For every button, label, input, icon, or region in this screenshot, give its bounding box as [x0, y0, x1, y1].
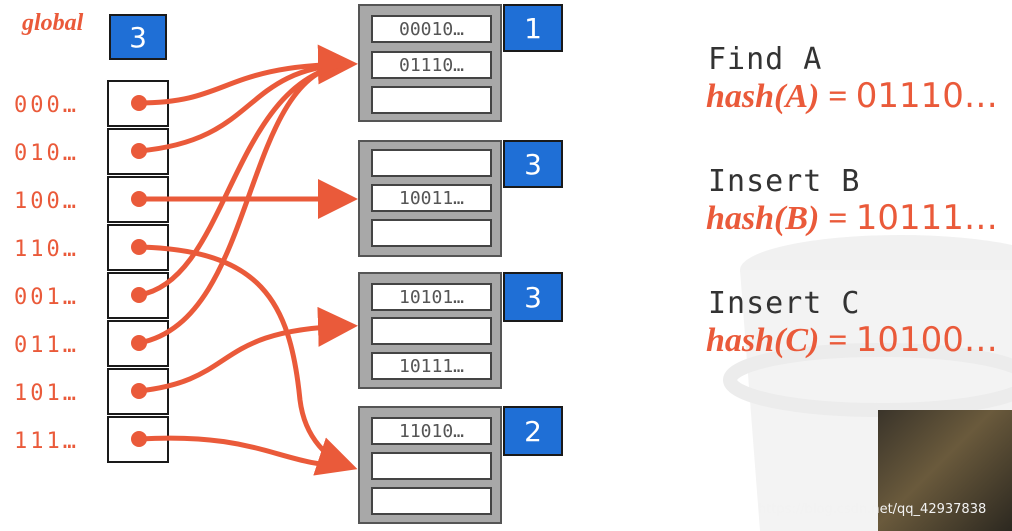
- directory-label-4: 001…: [14, 285, 79, 310]
- bucket-1-slot-1: 01110…: [371, 51, 492, 79]
- bucket-2: 10011…: [358, 140, 502, 257]
- pointer-000: [136, 44, 358, 106]
- operation-3-hash-fn: hash(C): [706, 322, 820, 359]
- bucket-1: 00010… 01110…: [358, 4, 502, 122]
- bucket-4-slot-0: 11010…: [371, 417, 492, 445]
- operation-2-hash-fn: hash(B): [706, 200, 820, 237]
- bucket-3-slot-1: [371, 317, 492, 345]
- bucket-1-slot-2: [371, 86, 492, 114]
- pointer-111: [136, 435, 351, 469]
- bucket-4-slot-1: [371, 452, 492, 480]
- bucket-3: 10101… 10111…: [358, 272, 502, 389]
- bucket-3-slot-0: 10101…: [371, 283, 492, 311]
- bucket-2-local-depth-badge: 3: [503, 140, 563, 188]
- pointer-011: [136, 61, 351, 346]
- operation-1-title: Find A: [708, 42, 823, 77]
- bucket-3-slot-2: 10111…: [371, 352, 492, 380]
- operation-3-title: Insert C: [708, 286, 861, 321]
- pointer-dot-010: [131, 143, 147, 159]
- directory-label-1: 010…: [14, 141, 79, 166]
- directory-label-5: 011…: [14, 333, 79, 358]
- operation-3-hash-value: 10100…: [855, 320, 998, 360]
- directory-label-6: 101…: [14, 381, 79, 406]
- operation-3-hash: hash(C) = 10100…: [706, 320, 998, 360]
- bucket-2-slot-2: [371, 219, 492, 247]
- pointer-001: [136, 61, 351, 298]
- operation-2-hash-value: 10111…: [855, 198, 998, 238]
- operation-1-hash-value: 01110…: [855, 76, 998, 116]
- operation-1-hash: hash(A) = 01110…: [706, 76, 998, 116]
- pointer-101: [136, 306, 358, 394]
- pointer-110: [136, 244, 358, 476]
- operation-3-equals: =: [819, 322, 856, 359]
- operation-2-title: Insert B: [708, 164, 861, 199]
- bucket-1-local-depth-badge: 1: [503, 4, 563, 52]
- bucket-1-slot-0: 00010…: [371, 15, 492, 43]
- directory-label-3: 110…: [14, 237, 79, 262]
- pointer-dot-110: [131, 239, 147, 255]
- directory-label-7: 111…: [14, 429, 79, 454]
- bucket-4-slot-2: [371, 487, 492, 515]
- pointer-010: [136, 61, 351, 154]
- bucket-2-slot-0: [371, 149, 492, 177]
- source-watermark: https://blog.csdn.net/qq_42937838: [758, 502, 987, 517]
- operation-1-hash-fn: hash(A): [706, 78, 820, 115]
- bucket-2-slot-1: 10011…: [371, 184, 492, 212]
- global-depth-badge: 3: [109, 14, 167, 60]
- global-depth-label: global: [22, 10, 84, 36]
- pointer-dot-111: [131, 431, 147, 447]
- bucket-4: 11010…: [358, 406, 502, 524]
- directory-label-0: 000…: [14, 93, 79, 118]
- bucket-3-local-depth-badge: 3: [503, 272, 563, 322]
- pointer-dot-101: [131, 383, 147, 399]
- bucket-4-local-depth-badge: 2: [503, 406, 563, 456]
- operation-1-equals: =: [819, 78, 856, 115]
- presenter-video-thumbnail: [878, 410, 1012, 531]
- directory-label-2: 100…: [14, 189, 79, 214]
- operation-2-hash: hash(B) = 10111…: [706, 198, 998, 238]
- pointer-dot-011: [131, 335, 147, 351]
- operation-2-equals: =: [819, 200, 856, 237]
- pointer-dot-100: [131, 191, 147, 207]
- pointer-dot-000: [131, 95, 147, 111]
- pointer-dot-001: [131, 287, 147, 303]
